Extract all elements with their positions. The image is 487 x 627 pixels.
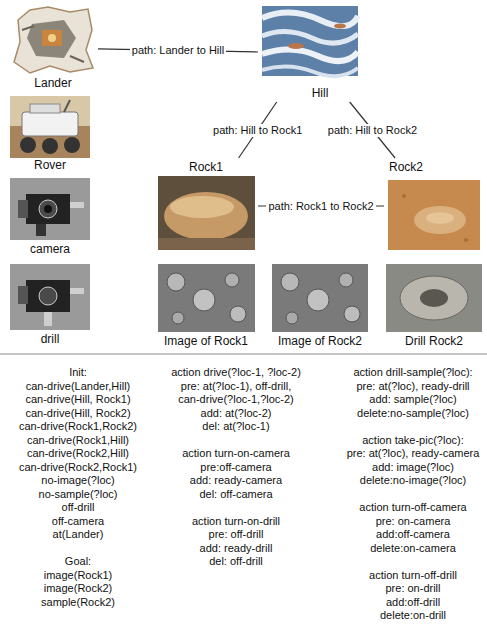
code-line: pre: on-drill — [385, 582, 440, 595]
edge-label: path: Rock1 to Rock2 — [266, 200, 375, 213]
code-line: add: at(?loc-2) — [201, 407, 272, 420]
code-line: add: ready-camera — [190, 474, 282, 487]
picture-node: Rock1 — [154, 158, 258, 254]
code-line: image(Rock1) — [44, 569, 112, 582]
camera-picture — [10, 178, 90, 240]
code-line: action turn-off-drill — [369, 569, 457, 582]
code-line: pre: at(?loc), ready-drill — [356, 380, 469, 393]
code-line: sample(Rock2) — [41, 596, 115, 609]
code-line: can-drive(Lander,Hill) — [26, 380, 131, 393]
code-line: can-drive(Rock1,Rock2) — [19, 420, 137, 433]
code-line: can-drive(?loc-1,?loc-2) — [178, 393, 294, 406]
picture-node: Rover — [6, 94, 94, 174]
code-line: del: off-drill — [209, 555, 263, 568]
code-line: delete:no-image(?loc) — [360, 474, 466, 487]
code-line: image(Rock2) — [44, 582, 112, 595]
code-line: del: off-camera — [199, 488, 272, 501]
drill-hole-image — [386, 264, 482, 332]
edge-label: path: Hill to Rock1 — [211, 124, 304, 137]
picture-node: Rock2 — [384, 158, 484, 254]
picture-node: drill — [6, 262, 94, 348]
node-caption: Image of Rock2 — [278, 334, 362, 348]
node-caption: camera — [30, 242, 70, 256]
code-line: add:off-drill — [386, 596, 440, 609]
node-caption: Rock1 — [189, 160, 223, 174]
code-line: can-drive(Hill, Rock1) — [25, 393, 130, 406]
picture-node: Image of Rock1 — [154, 262, 258, 350]
node-caption: Rover — [34, 158, 66, 172]
microscope-image — [272, 264, 368, 332]
rock2-picture — [388, 180, 480, 250]
picture-node: Hill — [258, 4, 362, 102]
code-line: pre: on-camera — [376, 515, 451, 528]
code-line: action take-pic(?loc): — [362, 434, 464, 447]
node-caption: Drill Rock2 — [405, 334, 463, 348]
picture-node: Image of Rock2 — [268, 262, 372, 350]
code-line: off-drill — [62, 501, 95, 514]
edge-label: path: Hill to Rock2 — [326, 124, 419, 137]
code-line: add: ready-drill — [200, 542, 273, 555]
lander-picture — [12, 6, 94, 74]
code-line: can-drive(Rock2,Rock1) — [19, 461, 137, 474]
code-line: can-drive(Rock2,Hill) — [27, 447, 129, 460]
code-line: off-camera — [52, 515, 104, 528]
node-caption: Lander — [34, 76, 71, 90]
edge-label: path: Lander to Hill — [130, 44, 226, 57]
picture-node: camera — [6, 176, 94, 258]
code-line: action turn-off-camera — [359, 501, 466, 514]
rover-picture — [10, 96, 90, 158]
code-line: pre: at(?loc-1), off-drill, — [181, 380, 291, 393]
code-line: no-sample(?loc) — [39, 488, 118, 501]
node-caption: drill — [41, 332, 60, 346]
code-line: action drill-sample(?loc): — [353, 366, 472, 379]
code-line: pre:off-camera — [200, 461, 271, 474]
code-line: action drive(?loc-1, ?loc-2) — [171, 366, 301, 379]
code-line: delete:on-drill — [380, 609, 446, 622]
node-caption: Rock2 — [389, 160, 423, 174]
code-line: add: sample(?loc) — [369, 393, 456, 406]
code-line: add: image(?loc) — [372, 461, 454, 474]
rock1-picture — [158, 176, 255, 250]
code-line: delete:no-sample(?loc) — [357, 407, 469, 420]
node-caption: Hill — [312, 86, 329, 100]
code-line: Goal: — [65, 555, 91, 568]
code-line: no-image(?loc) — [41, 474, 114, 487]
drill-picture — [10, 264, 90, 330]
microscope-image — [158, 264, 255, 332]
hill-picture — [262, 6, 358, 76]
code-line: can-drive(Hill, Rock2) — [25, 407, 130, 420]
code-line: add:off-camera — [376, 528, 450, 541]
picture-node: Drill Rock2 — [382, 262, 486, 350]
code-line: pre: off-drill — [209, 528, 264, 541]
code-line: can-drive(Rock1,Hill) — [27, 434, 129, 447]
code-line: at(Lander) — [53, 528, 104, 541]
code-line: action turn-on-camera — [182, 447, 290, 460]
code-line: pre: at(?loc), ready-camera — [347, 447, 480, 460]
separator-line — [0, 354, 487, 355]
picture-node: Lander — [8, 4, 98, 92]
code-line: Init: — [69, 366, 87, 379]
code-line: delete:on-camera — [370, 542, 456, 555]
code-line: del: at(?loc-1) — [202, 420, 269, 433]
node-caption: Image of Rock1 — [164, 334, 248, 348]
code-line: action turn-on-drill — [192, 515, 280, 528]
